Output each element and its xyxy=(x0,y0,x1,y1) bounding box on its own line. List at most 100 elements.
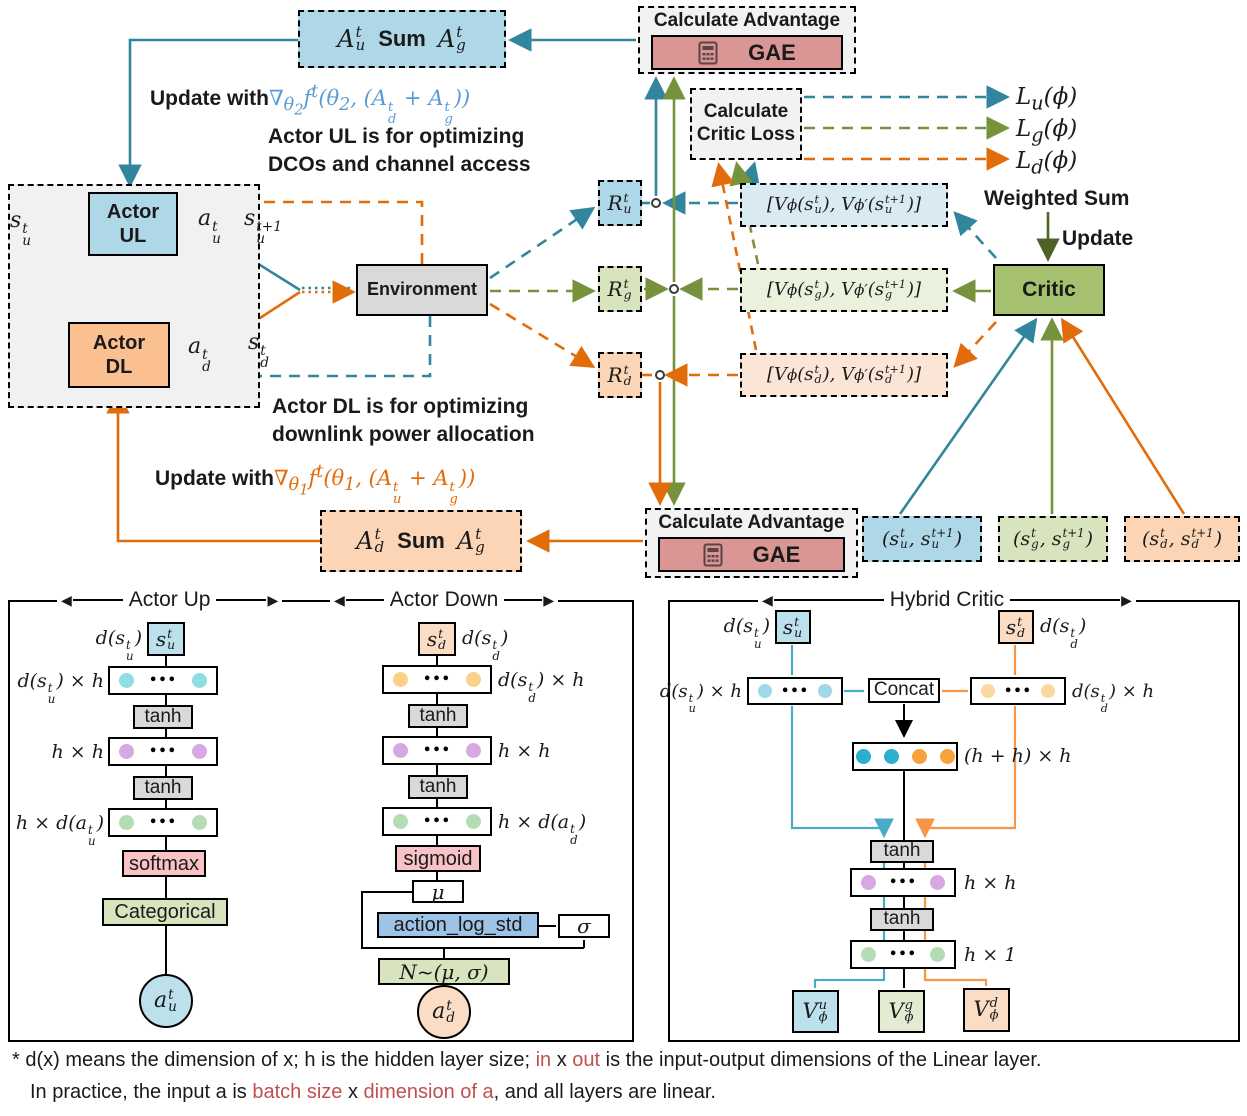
sigmoid-box: sigmoid xyxy=(395,845,481,872)
actors-network-panel xyxy=(8,600,634,1042)
actor-dl-note-line2: downlink power allocation xyxy=(272,423,535,446)
actor-up-layer2: ••• xyxy=(108,737,218,766)
actor-up-layer2-dim-label: h × h xyxy=(51,741,104,763)
critic-output-layer: ••• xyxy=(850,940,956,969)
sigma-box: σ xyxy=(558,914,610,938)
neuron-dot xyxy=(855,749,871,764)
environment-box: Environment xyxy=(356,264,488,316)
left-arrow-icon: ◀ xyxy=(762,592,773,608)
concat-box: Concat xyxy=(868,678,940,703)
critic-loss-line2: Critic Loss xyxy=(696,124,796,145)
actor-down-layer1: ••• xyxy=(382,665,492,694)
action-log-std-box: action_log_std xyxy=(377,912,539,938)
neuron-dot xyxy=(758,684,772,698)
neuron-dot xyxy=(466,672,481,687)
actor-up-header: ◀ Actor Up ▶ xyxy=(57,588,283,612)
right-arrow-icon: ▶ xyxy=(267,592,279,608)
ellipsis-dots: ••• xyxy=(423,814,451,829)
actor-up-layer3: ••• xyxy=(108,808,218,837)
junction-node-ul xyxy=(651,198,661,208)
critic-box: Critic xyxy=(993,264,1105,316)
critic-merge-dim-label: (h + h) × h xyxy=(964,745,1072,767)
footnote-line2: In practice, the input a is batch size x… xyxy=(30,1081,716,1103)
loss-ul-label: Lu(ϕ) xyxy=(1016,84,1078,115)
neuron-dot xyxy=(192,744,207,759)
ellipsis-dots: ••• xyxy=(889,947,917,962)
calculator-icon xyxy=(698,41,718,64)
critic-hidden-layer: ••• xyxy=(850,868,956,897)
softmax-box: softmax xyxy=(122,850,206,877)
calculate-critic-loss-box: Calculate Critic Loss xyxy=(690,88,802,160)
neuron-dot xyxy=(119,815,134,830)
critic-tanh2-box: tanh xyxy=(870,908,934,931)
neuron-dot xyxy=(192,673,207,688)
actor-down-header: ◀ Actor Down ▶ xyxy=(330,588,559,612)
gae-label: GAE xyxy=(752,541,801,567)
neuron-dot xyxy=(119,673,134,688)
critic-loss-line1: Calculate xyxy=(703,101,789,123)
gae-label: GAE xyxy=(748,39,796,65)
neuron-dot xyxy=(466,814,481,829)
ellipsis-dots: ••• xyxy=(889,875,917,890)
neuron-dot xyxy=(930,947,945,962)
ellipsis-dots: ••• xyxy=(1004,683,1032,699)
neuron-dot xyxy=(192,815,207,830)
neuron-dot xyxy=(930,875,945,890)
left-arrow-icon: ◀ xyxy=(334,592,345,608)
calculate-advantage-title: Calculate Advantage xyxy=(658,512,845,533)
gae-box: GAE xyxy=(658,537,845,572)
actor-up-tanh2-box: tanh xyxy=(133,776,193,800)
normal-distribution-box: N~(μ, σ) xyxy=(378,958,510,985)
loss-g-label: Lg(ϕ) xyxy=(1016,116,1078,147)
actor-ul-note-line2: DCOs and channel access xyxy=(268,153,531,176)
actor-down-layer3: ••• xyxy=(382,807,492,836)
update-ul-prefix: Update with xyxy=(150,87,269,110)
calculator-icon xyxy=(703,543,723,566)
calculate-advantage-bottom-box: Calculate Advantage GAE xyxy=(645,508,858,578)
neuron-dot xyxy=(393,814,408,829)
right-arrow-icon: ▶ xyxy=(1121,592,1132,608)
weighted-sum-label: Weighted Sum xyxy=(984,187,1130,210)
actor-up-layer1: ••• xyxy=(108,666,218,695)
mu-box: μ xyxy=(412,880,464,904)
neuron-dot xyxy=(818,684,832,698)
neuron-dot xyxy=(911,749,927,764)
neuron-dot xyxy=(861,875,876,890)
actor-down-layer2: ••• xyxy=(382,736,492,765)
actor-up-tanh1-box: tanh xyxy=(133,705,193,729)
calculate-advantage-top-box: Calculate Advantage GAE xyxy=(638,6,856,74)
hybrid-critic-header: ◀ Hybrid Critic ▶ xyxy=(758,588,1136,612)
critic-merge-layer xyxy=(852,742,958,771)
neuron-dot xyxy=(466,743,481,758)
actor-ul-box: Actor UL xyxy=(88,192,178,256)
critic-layer-d: ••• xyxy=(970,677,1066,705)
ellipsis-dots: ••• xyxy=(423,672,451,687)
